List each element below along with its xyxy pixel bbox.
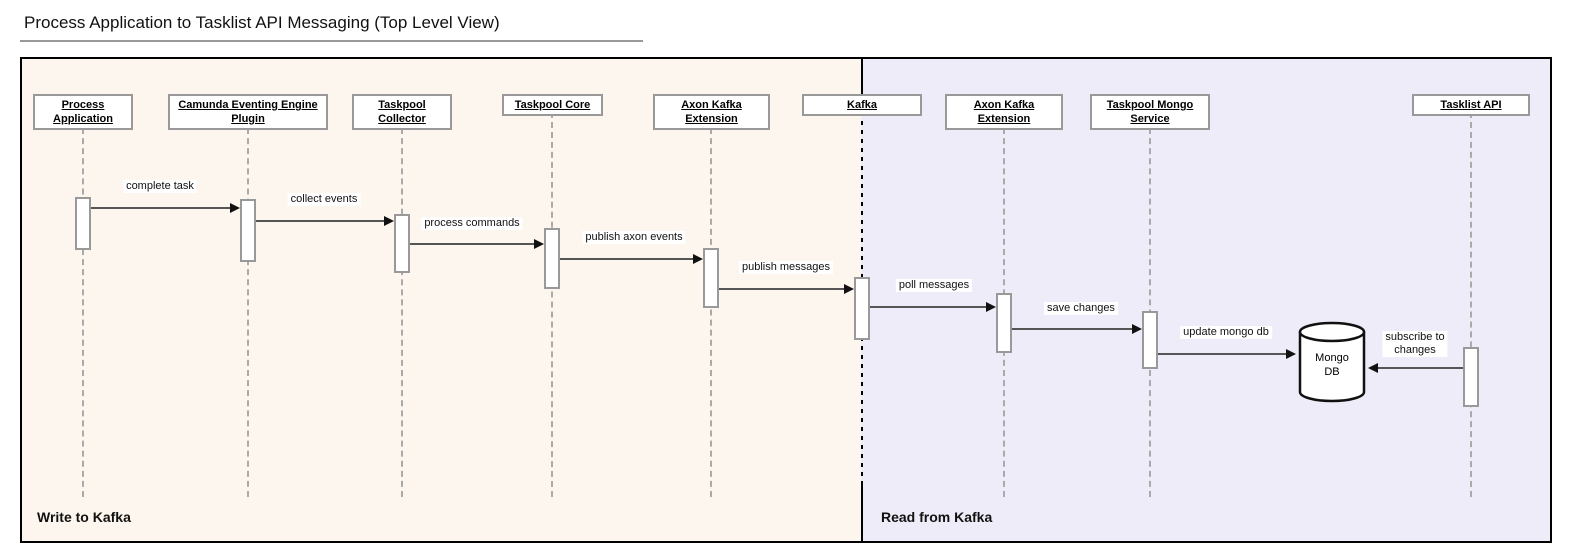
region-read-from-kafka — [861, 59, 1550, 541]
region-divider-bottom — [861, 483, 863, 541]
title-underline — [20, 40, 643, 42]
arrowhead-collect-events — [384, 216, 394, 226]
arrowhead-process-commands — [534, 239, 544, 249]
message-label-poll-messages: poll messages — [895, 279, 973, 292]
arrowhead-save-changes — [1132, 324, 1142, 334]
message-label-subscribe-to-changes: subscribe to changes — [1382, 331, 1448, 357]
message-label-save-changes: save changes — [1044, 302, 1118, 315]
lifeline-tasklist-api — [1470, 112, 1472, 497]
arrowhead-publish-messages — [844, 284, 854, 294]
lifeline-process-application — [82, 128, 84, 497]
message-label-process-commands: process commands — [421, 217, 523, 230]
activation-kafka — [854, 277, 870, 340]
message-line-complete-task — [91, 207, 230, 209]
arrowhead-update-mongo-db — [1286, 349, 1296, 359]
participant-taskpool-core[interactable]: Taskpool Core — [502, 94, 603, 116]
sequence-diagram-canvas: Process Application Camunda Eventing Eng… — [20, 57, 1552, 543]
activation-taskpool-core — [544, 228, 560, 289]
diagram-title: Process Application to Tasklist API Mess… — [24, 13, 500, 32]
message-line-publish-messages — [719, 288, 844, 290]
activation-camunda-eventing-engine-plugin — [240, 199, 256, 262]
message-label-collect-events: collect events — [287, 193, 361, 206]
region-label-read-from-kafka: Read from Kafka — [881, 509, 993, 525]
arrowhead-publish-axon-events — [693, 254, 703, 264]
mongo-db-cylinder-icon[interactable] — [1298, 321, 1366, 403]
participant-taskpool-collector[interactable]: Taskpool Collector — [352, 94, 452, 130]
arrowhead-subscribe-to-changes — [1368, 363, 1378, 373]
activation-tasklist-api — [1463, 347, 1479, 407]
lifeline-taskpool-core — [551, 112, 553, 497]
mongo-db-label: Mongo DB — [1315, 352, 1349, 378]
message-line-subscribe-to-changes — [1378, 367, 1463, 369]
message-label-complete-task: complete task — [123, 180, 197, 193]
message-line-save-changes — [1012, 328, 1132, 330]
message-line-publish-axon-events — [560, 258, 693, 260]
participant-process-application[interactable]: Process Application — [33, 94, 133, 130]
lifeline-camunda-eventing-engine-plugin — [247, 128, 249, 497]
activation-taskpool-collector — [394, 214, 410, 273]
arrowhead-poll-messages — [986, 302, 996, 312]
participant-axon-kafka-extension-right[interactable]: Axon Kafka Extension — [945, 94, 1063, 130]
participant-kafka[interactable]: Kafka — [802, 94, 922, 116]
activation-process-application — [75, 197, 91, 250]
activation-taskpool-mongo-service — [1142, 311, 1158, 369]
region-divider-top — [861, 59, 863, 95]
message-label-publish-messages: publish messages — [738, 261, 834, 274]
participant-taskpool-mongo-service[interactable]: Taskpool Mongo Service — [1090, 94, 1210, 130]
participant-camunda-eventing-engine-plugin[interactable]: Camunda Eventing Engine Plugin — [168, 94, 328, 130]
lifeline-taskpool-collector — [401, 128, 403, 497]
activation-axon-kafka-extension-right — [996, 293, 1012, 353]
message-label-publish-axon-events: publish axon events — [582, 231, 686, 244]
participant-tasklist-api[interactable]: Tasklist API — [1412, 94, 1530, 116]
lifeline-axon-kafka-extension-left — [710, 128, 712, 497]
message-line-collect-events — [256, 220, 384, 222]
message-label-update-mongo-db: update mongo db — [1180, 326, 1272, 339]
arrowhead-complete-task — [230, 203, 240, 213]
message-line-update-mongo-db — [1158, 353, 1286, 355]
region-write-to-kafka — [22, 59, 861, 541]
message-line-poll-messages — [870, 306, 986, 308]
message-line-process-commands — [410, 243, 534, 245]
region-label-write-to-kafka: Write to Kafka — [37, 509, 131, 525]
activation-axon-kafka-extension-left — [703, 248, 719, 308]
participant-axon-kafka-extension-left[interactable]: Axon Kafka Extension — [653, 94, 770, 130]
